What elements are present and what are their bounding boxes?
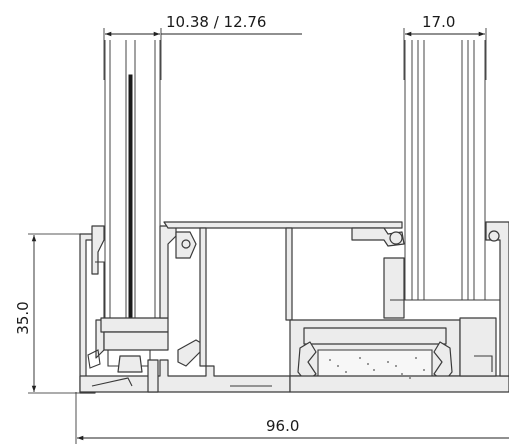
overall-width-label: 96.0 bbox=[266, 417, 299, 435]
right-glass-pane bbox=[404, 40, 486, 301]
dimension-left-glass: 10.38 / 12.76 bbox=[103, 13, 302, 80]
central-frame-rail bbox=[163, 221, 405, 367]
right-glass-thickness-label: 17.0 bbox=[422, 13, 455, 31]
insulation-foam-texture bbox=[329, 357, 425, 379]
left-outer-frame bbox=[79, 225, 105, 394]
dimension-right-glass: 17.0 bbox=[403, 13, 487, 80]
left-sash-profile bbox=[100, 225, 207, 373]
left-glass-pane bbox=[104, 40, 161, 319]
dimension-overall-width: 96.0 bbox=[75, 392, 509, 444]
left-glass-thickness-label: 10.38 / 12.76 bbox=[166, 13, 266, 31]
dimension-frame-height: 35.0 bbox=[14, 233, 80, 394]
bottom-sill-track bbox=[79, 359, 291, 393]
frame-height-label: 35.0 bbox=[14, 301, 32, 334]
right-frame-thermal-break bbox=[289, 221, 509, 393]
